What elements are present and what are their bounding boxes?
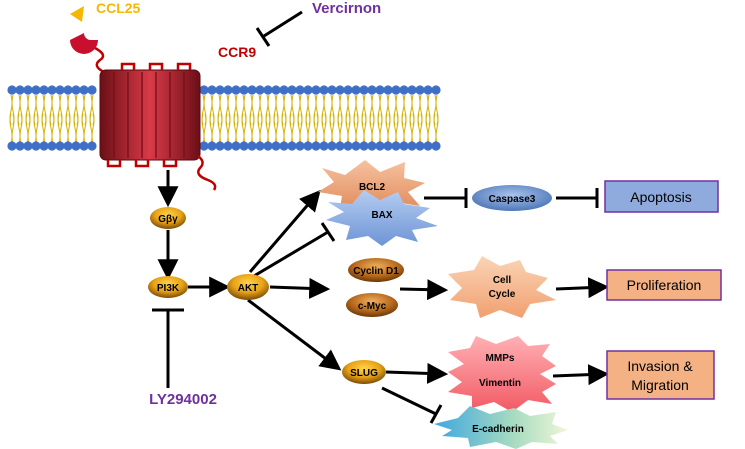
mmps-vimentin-node: MMPs Vimentin — [448, 336, 556, 412]
ccr9-label: CCR9 — [218, 44, 256, 60]
inhibit-akt-bax — [253, 230, 329, 278]
arrow-cyclin-cellcycle — [399, 279, 449, 301]
svg-text:Cyclin D1: Cyclin D1 — [353, 266, 399, 277]
mmps-label: MMPs — [486, 353, 515, 364]
svg-text:Proliferation: Proliferation — [627, 277, 702, 293]
arrow-akt-bcl2 — [248, 189, 321, 273]
cyclin-d1-node: Cyclin D1 — [348, 258, 404, 282]
inhibit-slug-ecadherin — [381, 386, 437, 416]
svg-text:PI3K: PI3K — [157, 283, 180, 294]
akt-node: AKT — [227, 274, 269, 300]
svg-text:SLUG: SLUG — [350, 368, 378, 379]
svg-text:AKT: AKT — [238, 283, 259, 294]
vercirnon-inhibition-line — [263, 10, 303, 38]
svg-text:Gβγ: Gβγ — [158, 214, 178, 225]
arrow-akt-slug — [247, 298, 342, 371]
vercirnon-label: Vercirnon — [312, 0, 381, 17]
svg-text:BCL2: BCL2 — [359, 182, 386, 193]
cmyc-node: c-Myc — [346, 293, 398, 317]
arrow-akt-cyclin — [269, 277, 331, 299]
slug-node: SLUG — [342, 360, 386, 384]
invasion-migration-box: Invasion & Migration — [606, 350, 715, 400]
svg-text:Cell: Cell — [493, 275, 512, 286]
arrow-slug-mmps — [385, 362, 449, 384]
svg-text:Apoptosis: Apoptosis — [630, 189, 691, 205]
cell-cycle-node: Cell Cycle — [448, 256, 556, 318]
svg-text:Invasion &: Invasion & — [627, 358, 693, 374]
apoptosis-box: Apoptosis — [604, 180, 719, 213]
svg-text:c-Myc: c-Myc — [358, 301, 387, 312]
ly294002-label: LY294002 — [149, 391, 217, 408]
arrow-vimentin-invasion — [552, 364, 610, 386]
vimentin-label: Vimentin — [479, 378, 521, 389]
svg-text:Migration: Migration — [631, 377, 689, 393]
proliferation-box: Proliferation — [606, 269, 722, 301]
ccl25-label: CCL25 — [96, 0, 141, 16]
ccl25-triangle-icon — [70, 6, 84, 22]
ccr9-receptor — [94, 46, 217, 191]
pi3k-node: PI3K — [148, 276, 188, 298]
cell-membrane — [7, 85, 441, 151]
svg-text:BAX: BAX — [371, 210, 392, 221]
svg-text:Cycle: Cycle — [489, 289, 516, 300]
svg-text:E-cadherin: E-cadherin — [472, 424, 524, 435]
svg-text:Caspase3: Caspase3 — [489, 194, 536, 205]
bax-node: BAX — [326, 190, 438, 246]
ligand-binding-cup-icon — [70, 33, 98, 54]
caspase3-node: Caspase3 — [472, 185, 552, 211]
ecadherin-node: E-cadherin — [434, 406, 568, 449]
gby-node: Gβγ — [150, 207, 186, 229]
arrow-cellcycle-proliferation — [555, 277, 610, 299]
